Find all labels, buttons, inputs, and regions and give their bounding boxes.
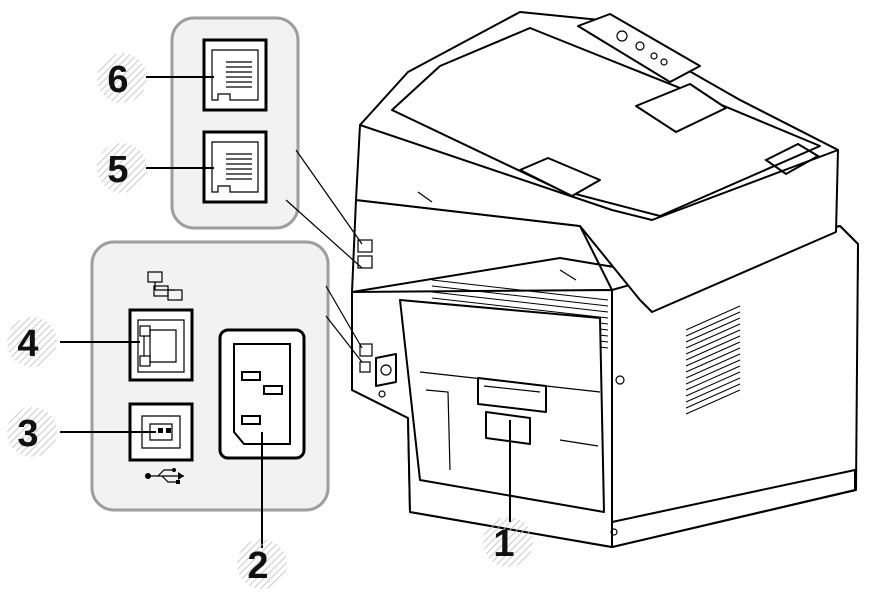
network-icon	[147, 271, 183, 301]
callout-3: 3	[7, 407, 57, 457]
callout-2-label: 2	[247, 545, 268, 587]
rear-cover-handle[interactable]	[477, 377, 547, 413]
callout-2: 2	[237, 539, 287, 589]
callout-5-label: 5	[107, 149, 128, 191]
callout-5: 5	[97, 143, 147, 193]
printer-port-openings	[357, 239, 397, 398]
telephone-port-line[interactable]	[202, 130, 268, 204]
usb-icon	[145, 468, 184, 484]
telephone-port-ext[interactable]	[202, 38, 268, 112]
side-vents	[685, 305, 741, 415]
callout-6-label: 6	[107, 59, 128, 101]
printer-body	[351, 11, 859, 548]
callout-3-label: 3	[17, 413, 38, 455]
network-port[interactable]	[128, 308, 194, 382]
callout-6: 6	[97, 53, 147, 103]
power-socket[interactable]	[218, 328, 306, 460]
connection-ports-panel	[90, 240, 330, 512]
callout-1: 1	[483, 517, 533, 567]
callouts: 6 5 4 3 2 1	[7, 53, 533, 589]
usb-port[interactable]	[128, 402, 194, 462]
callout-4-label: 4	[17, 323, 38, 365]
callout-1-label: 1	[493, 523, 514, 565]
callout-4: 4	[7, 317, 57, 367]
phone-ports-panel	[170, 16, 300, 230]
